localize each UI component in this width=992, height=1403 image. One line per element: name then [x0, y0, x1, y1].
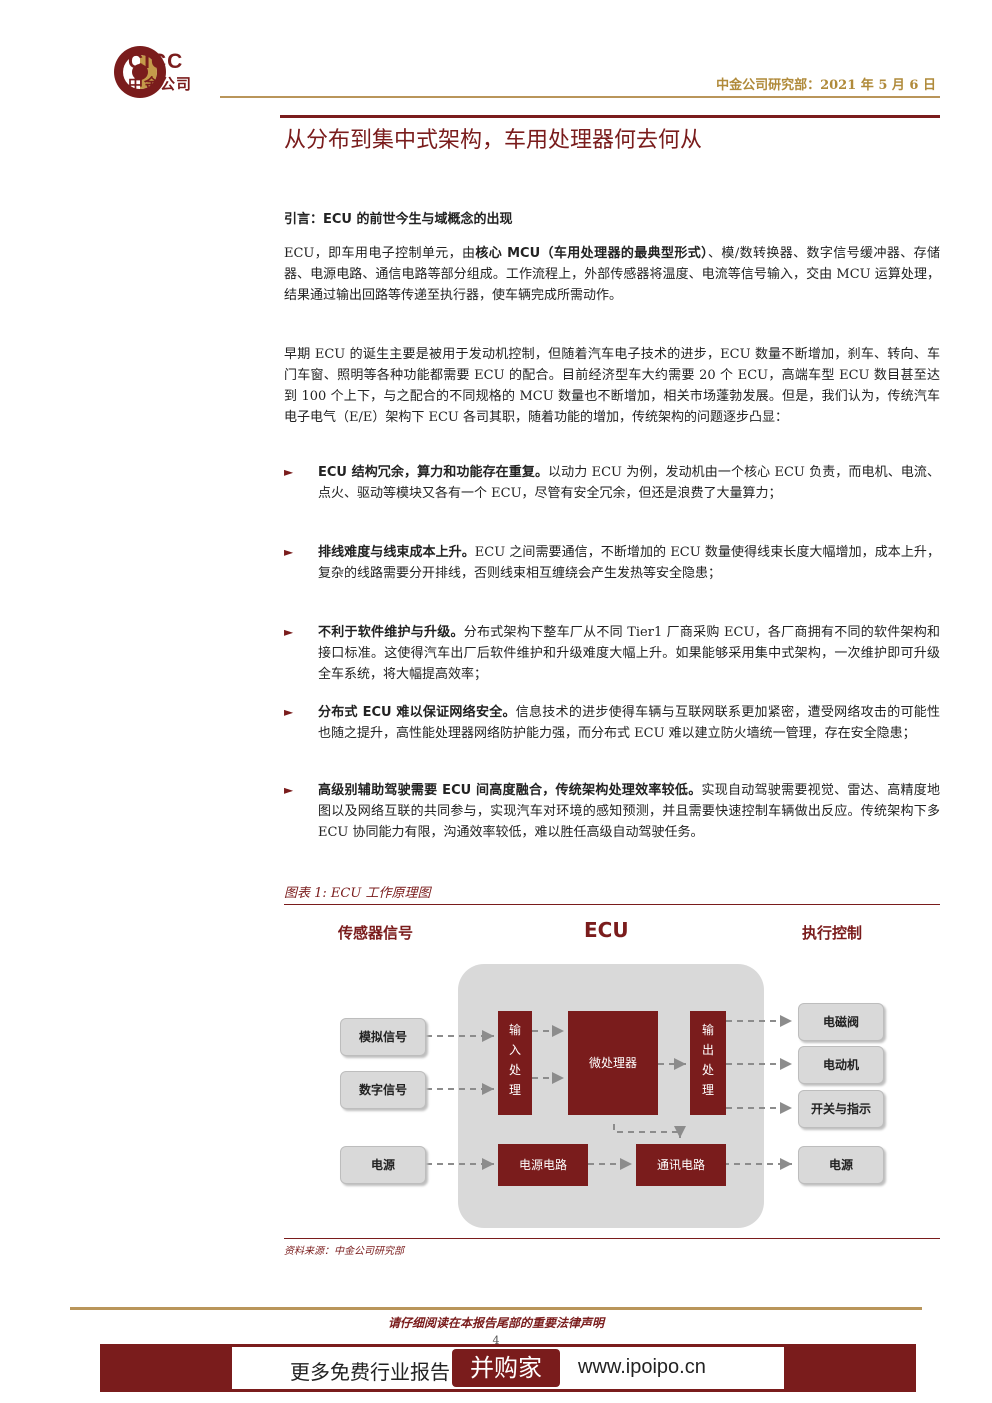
input-box-analog: 模拟信号 — [340, 1018, 426, 1056]
bullet-bold: 不利于软件维护与升级。 — [318, 625, 464, 640]
bullet-bold: 分布式 ECU 难以保证网络安全。 — [318, 705, 516, 720]
page-number: 4 — [492, 1334, 500, 1347]
output-box-motor: 电动机 — [798, 1046, 884, 1084]
bullet-item: ► ECU 结构冗余，算力和功能存在重复。以动力 ECU 为例，发动机由一个核心… — [284, 462, 940, 504]
banner-brand[interactable]: 并购家 — [452, 1349, 560, 1387]
output-box-switch: 开关与指示 — [798, 1090, 884, 1128]
header-divider — [220, 96, 940, 98]
diagram-head-ecu: ECU — [584, 918, 629, 942]
output-processing-label: 输出处理 — [701, 1023, 714, 1097]
section-heading: 引言：ECU 的前世今生与域概念的出现 — [284, 212, 513, 227]
output-processing-box: 输出处理 — [690, 1011, 726, 1115]
microprocessor-box: 微处理器 — [568, 1011, 658, 1115]
bullet-item: ► 分布式 ECU 难以保证网络安全。信息技术的进步使得车辆与互联网联系更加紧密… — [284, 702, 940, 744]
input-box-power: 电源 — [340, 1146, 426, 1184]
figure-caption: 图表 1: ECU 工作原理图 — [284, 886, 431, 901]
bullet-item: ► 高级别辅助驾驶需要 ECU 间高度融合，传统架构处理效率较低。实现自动驾驶需… — [284, 780, 940, 843]
intro-paragraph-1: ECU，即车用电子控制单元，由核心 MCU（车用处理器的最典型形式）、模/数转换… — [284, 243, 940, 306]
intro-paragraph-2: 早期 ECU 的诞生主要是被用于发动机控制，但随着汽车电子技术的进步，ECU 数… — [284, 347, 940, 425]
power-circuit-box: 电源电路 — [498, 1144, 588, 1186]
bullet-text: 以动力 ECU 为例，发动机由一个核心 ECU 负责，而电机、电流、点火、驱动等… — [318, 465, 940, 501]
comm-circuit-box: 通讯电路 — [636, 1144, 726, 1186]
logo-text-zh: 中金公司 — [128, 75, 193, 93]
bullet-text: ECU 之间需要通信，不断增加的 ECU 数量使得线束长度大幅增加，成本上升，复… — [318, 545, 940, 581]
bullet-text: 分布式架构下整车厂从不同 Tier1 厂商采购 ECU，各厂商拥有不同的软件架构… — [318, 625, 940, 682]
logo-text-en: CICC — [128, 50, 184, 73]
output-box-power: 电源 — [798, 1146, 884, 1184]
bullet-bold: ECU 结构冗余，算力和功能存在重复。 — [318, 465, 549, 480]
title-divider — [280, 115, 940, 118]
cicc-logo-icon — [114, 46, 166, 98]
input-processing-box: 输入处理 — [498, 1011, 532, 1115]
bullet-arrow-icon: ► — [284, 625, 294, 639]
diagram-head-actuator: 执行控制 — [802, 924, 863, 942]
bullet-text: 信息技术的进步使得车辆与互联网联系更加紧密，遭受网络攻击的可能性也随之提升，高性… — [318, 705, 940, 741]
bullet-arrow-icon: ► — [284, 783, 294, 797]
bullet-text: 实现自动驾驶需要视觉、雷达、高精度地图以及网络互联的共同参与，实现汽车对环境的感… — [318, 783, 940, 840]
report-date: 中金公司研究部：2021 年 5 月 6 日 — [716, 78, 936, 93]
para1-bold: 核心 MCU（车用处理器的最典型形式） — [475, 246, 709, 261]
figure-source: 资料来源：中金公司研究部 — [284, 1246, 404, 1257]
figure-top-rule — [284, 904, 940, 905]
output-box-solenoid: 电磁阀 — [798, 1003, 884, 1041]
para1-part-c: 、模/数转换器、数字信号缓冲器、存储器、电源电路、通信电路等部分组成。工作流程上… — [284, 246, 940, 303]
input-processing-label: 输入处理 — [508, 1023, 521, 1097]
bullet-bold: 排线难度与线束成本上升。 — [318, 545, 475, 560]
banner-left-text[interactable]: 更多免费行业报告 — [290, 1360, 450, 1384]
bullet-bold: 高级别辅助驾驶需要 ECU 间高度融合，传统架构处理效率较低。 — [318, 783, 702, 798]
legal-notice: 请仔细阅读在本报告尾部的重要法律声明 — [387, 1316, 604, 1330]
bullet-arrow-icon: ► — [284, 545, 294, 559]
bullet-arrow-icon: ► — [284, 705, 294, 719]
bullet-arrow-icon: ► — [284, 465, 294, 479]
bullet-item: ► 排线难度与线束成本上升。ECU 之间需要通信，不断增加的 ECU 数量使得线… — [284, 542, 940, 584]
banner-url-link[interactable]: www.ipoipo.cn — [578, 1356, 706, 1378]
figure-bottom-rule — [284, 1238, 940, 1239]
diagram-head-sensor: 传感器信号 — [338, 924, 414, 942]
footer-divider — [70, 1307, 922, 1310]
para1-part-a: ECU，即车用电子控制单元，由 — [284, 246, 476, 261]
bullet-item: ► 不利于软件维护与升级。分布式架构下整车厂从不同 Tier1 厂商采购 ECU… — [284, 622, 940, 685]
input-box-digital: 数字信号 — [340, 1071, 426, 1109]
page-title: 从分布到集中式架构，车用处理器何去何从 — [284, 128, 703, 153]
